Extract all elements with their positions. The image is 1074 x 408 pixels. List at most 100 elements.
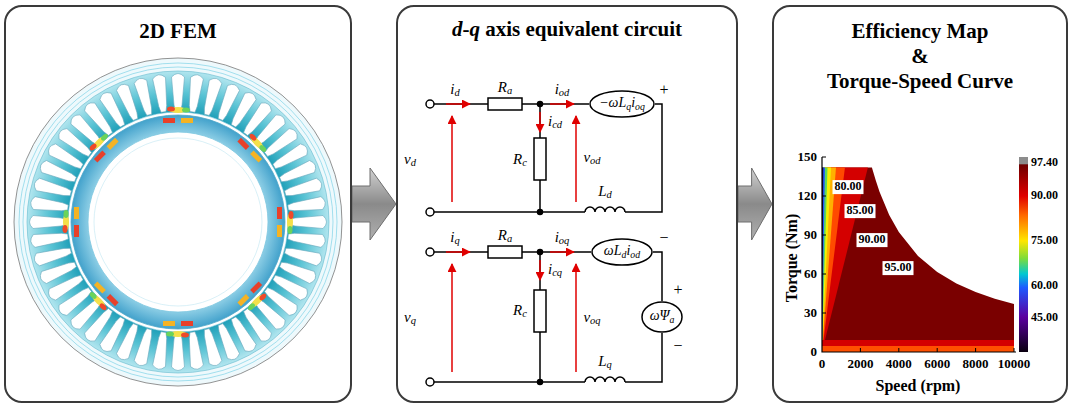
contour-label: 95.00 [883,261,914,275]
stator-slots [186,331,204,370]
d-axis-circuit [538,102,543,107]
flux-source: ωΨa [641,301,683,333]
d-axis-arrows [575,116,577,202]
component-label: Ld [598,183,612,202]
axis-tick: 8000 [963,357,989,372]
q-axis-circuit [534,290,546,332]
stator-slots [30,196,69,214]
q-axis-arrows [550,251,574,253]
efficiency-map [822,346,1014,352]
component-label: Lq [598,353,612,372]
d-axis-arrows [539,112,541,132]
motor-cross-section [27,71,329,373]
q-axis-circuit [538,250,543,255]
axis-tick: 150 [798,150,818,165]
q-axis-circuit [426,246,662,386]
efficiency-map [822,167,831,352]
d-axis-circuit [426,208,434,216]
axis-tick: 6000 [924,357,950,372]
q-axis-arrows [446,252,576,372]
rotor-magnets [277,207,294,237]
motor-cross-section [23,67,333,377]
d-axis-arrows [446,104,576,202]
stator-slots [284,177,324,199]
axis-tick: 90 [804,228,817,243]
current-label: icq [548,261,562,280]
q-axis-circuit [434,252,662,382]
contour-label: 85.00 [845,204,876,218]
d-axis-arrows [446,103,470,105]
rotor-magnets [163,107,193,124]
source-outline [642,302,682,332]
component-label: Ra [498,227,512,246]
contour-label: 90.00 [857,233,888,247]
component-label: Rc [513,151,527,170]
d-axis-arrows [451,116,453,202]
axis-title: Speed (rpm) [876,377,961,395]
rotor-magnets [63,107,294,338]
component-label: Rc [513,302,527,321]
q-axis-circuit [426,378,434,386]
stator-slots [287,230,326,248]
d-axis-circuit [488,98,522,110]
q-axis-circuit [426,248,434,256]
source-label: −ωLqioq [599,95,645,113]
stator-slots [33,244,73,266]
stator-slots [152,331,170,370]
stator-slots [30,74,327,371]
motor-cross-section [14,58,342,386]
panel-title: 2D FEM [6,7,350,44]
q-axis-arrows [539,260,541,280]
polarity-sign: − [673,337,682,355]
rotor-magnets [163,321,193,338]
stator-slots [133,77,155,117]
voltage-label: vd [404,151,416,170]
axis-tick: 10000 [998,357,1031,372]
source-outline [590,91,654,117]
source-outline [592,239,652,265]
fem-panel: 2D FEM [4,5,352,403]
rotor-magnets [86,130,119,163]
q-axis-arrows [575,264,577,372]
efficiency-map [822,157,1014,352]
axis-tick: 0 [811,345,818,360]
d-axis-circuit [534,138,546,180]
component-label: Ra [498,79,512,98]
axis-tick: 4000 [886,357,912,372]
stator-slots [186,74,204,113]
stator-slots [172,74,185,112]
axis-tick: 120 [798,189,818,204]
polarity-sign: + [659,81,668,99]
q-axis-arrows [446,251,470,253]
source-label: ωΨa [650,308,675,326]
rotor-magnets [63,207,80,237]
voltage-label: vq [404,309,416,328]
circuit-panel: d-q axis equivalent circuit −ωLqioq ωLdiod… [396,5,738,403]
colorbar-label: 90.00 [1031,189,1058,203]
stator-slots [30,216,68,229]
q-axis-circuit [488,246,522,258]
efficiency-map [822,167,868,352]
efficiency-map [822,157,1028,352]
color-bar [1019,157,1028,352]
efficiency-map [822,340,1014,346]
stator-slots [287,196,326,214]
d-axis-circuit [585,207,625,212]
stator-slots [172,333,185,371]
motor-cross-section [14,58,342,386]
current-label: id [450,81,459,100]
current-label: icd [548,113,562,132]
source-label: ωLdiod [604,243,640,261]
rotor-magnets [237,281,270,314]
motor-cross-section [88,132,268,312]
efficiency-map [822,167,1014,352]
motor-cross-section [19,63,337,381]
rotor-magnets [237,130,270,163]
motor-cross-section [68,112,288,332]
efficiency-map [822,167,845,352]
efficiency-map [822,157,1016,352]
efficiency-map [822,167,836,352]
colorbar-label: 97.40 [1031,156,1058,170]
panel-title: d-q axis equivalent circuit [398,7,736,42]
